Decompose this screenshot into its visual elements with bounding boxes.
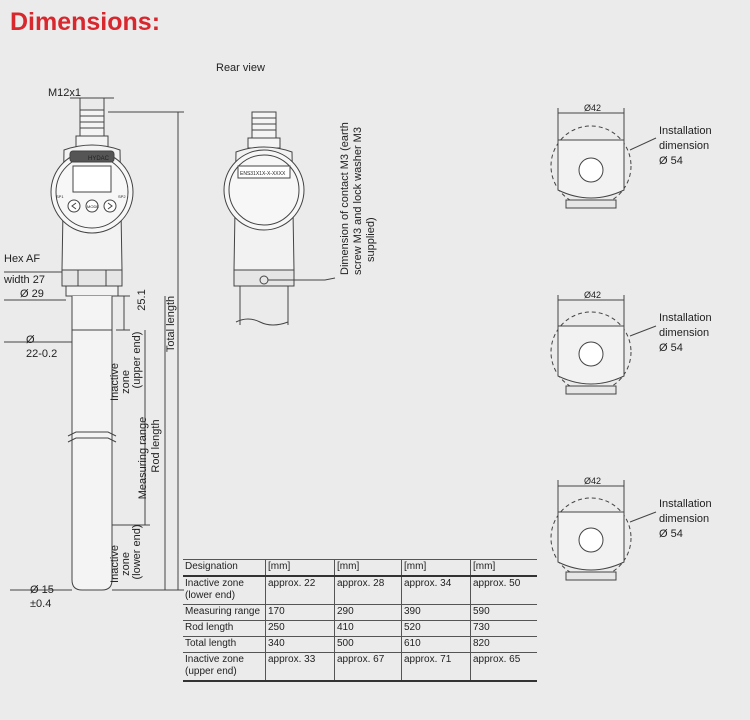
left-arrow-button bbox=[67, 199, 81, 213]
table-cell: 500 bbox=[334, 636, 402, 653]
sp2-text: SP2 bbox=[118, 194, 126, 199]
hex-label-2: width 27 bbox=[3, 274, 45, 286]
top-view-2 bbox=[550, 295, 657, 395]
sp1-text: SP1 bbox=[56, 194, 64, 199]
install-label-2: dimension bbox=[659, 513, 709, 525]
logo-text: HYDAC bbox=[88, 156, 110, 162]
install-label-2: dimension bbox=[659, 140, 709, 152]
dim-25-1-label: 25.1 bbox=[136, 289, 148, 310]
table-header: Designation bbox=[183, 559, 266, 577]
table-cell: approx. 22 bbox=[265, 576, 335, 605]
hex-label-1: Hex AF bbox=[4, 253, 40, 265]
inactive-lower-label-2: zone bbox=[120, 552, 132, 576]
table-row: Inactive zone (lower end) approx. 22 app… bbox=[183, 576, 537, 605]
table-cell: 250 bbox=[265, 620, 335, 637]
install-label-1: Installation bbox=[659, 498, 712, 510]
table-cell: approx. 67 bbox=[334, 652, 402, 682]
mode-button bbox=[85, 199, 99, 213]
table-cell: 170 bbox=[265, 604, 335, 621]
d22-label-1: Ø bbox=[26, 334, 35, 346]
inactive-upper-label-1: Inactive bbox=[109, 363, 121, 401]
thread-section bbox=[65, 285, 119, 297]
contact-leader-line bbox=[268, 277, 336, 281]
table-cell: 390 bbox=[401, 604, 471, 621]
inactive-lower-label-1: Inactive bbox=[109, 545, 121, 583]
table-cell: Measuring range bbox=[183, 604, 266, 621]
top-view-1-labels: Ø42 Installation dimension Ø 54 bbox=[584, 103, 712, 167]
table-cell: approx. 34 bbox=[401, 576, 471, 605]
table-header: [mm] bbox=[265, 559, 335, 577]
install-label-3: Ø 54 bbox=[659, 342, 683, 354]
mode-text: MODE bbox=[87, 204, 99, 209]
table-row: Total length 340 500 610 820 bbox=[183, 636, 537, 653]
table-cell: Inactive zone (lower end) bbox=[183, 576, 266, 605]
m12-connector bbox=[79, 109, 105, 137]
measuring-range-label: Measuring range bbox=[137, 417, 149, 500]
table-header-row: Designation [mm] [mm] [mm] [mm] bbox=[183, 559, 537, 577]
contact-label-3: supplied) bbox=[365, 217, 377, 262]
table-cell: approx. 71 bbox=[401, 652, 471, 682]
d15-label-2: ±0.4 bbox=[30, 598, 51, 610]
d42-label: Ø42 bbox=[584, 476, 601, 486]
table-cell: approx. 50 bbox=[470, 576, 537, 605]
d42-label: Ø42 bbox=[584, 290, 601, 300]
top-view-3 bbox=[550, 480, 657, 581]
table-cell: 730 bbox=[470, 620, 537, 637]
table-cell: Total length bbox=[183, 636, 266, 653]
table-cell: Inactive zone (upper end) bbox=[183, 652, 266, 682]
d42-label: Ø42 bbox=[584, 103, 601, 113]
table-header: [mm] bbox=[334, 559, 402, 577]
install-label-2: dimension bbox=[659, 327, 709, 339]
table-cell: 290 bbox=[334, 604, 402, 621]
nameplate bbox=[237, 165, 291, 179]
install-label-3: Ø 54 bbox=[659, 528, 683, 540]
table-cell: approx. 65 bbox=[470, 652, 537, 682]
top-view-3-labels: Ø42 Installation dimension Ø 54 bbox=[584, 476, 712, 540]
table-cell: Rod length bbox=[183, 620, 266, 637]
total-length-label: Total length bbox=[165, 296, 177, 352]
table-cell: 520 bbox=[401, 620, 471, 637]
page-title: Dimensions: bbox=[10, 8, 161, 36]
contact-label-2: screw M3 and lock washer M3 bbox=[352, 127, 364, 275]
table-cell: 590 bbox=[470, 604, 537, 621]
table-row: Rod length 250 410 520 730 bbox=[183, 620, 537, 637]
top-view-1 bbox=[550, 108, 657, 209]
d22-label-2: 22-0.2 bbox=[26, 348, 57, 360]
table-cell: approx. 33 bbox=[265, 652, 335, 682]
d15-label-1: Ø 15 bbox=[30, 584, 54, 596]
table-cell: 410 bbox=[334, 620, 402, 637]
top-view-2-labels: Ø42 Installation dimension Ø 54 bbox=[584, 290, 712, 354]
table-cell: approx. 28 bbox=[334, 576, 402, 605]
probe-rod bbox=[71, 296, 113, 591]
table-header: [mm] bbox=[401, 559, 471, 577]
nameplate-text: ENS31X1X-X-XXXX bbox=[240, 171, 286, 177]
table-cell: 610 bbox=[401, 636, 471, 653]
right-arrow-button bbox=[103, 199, 117, 213]
table-cell: 340 bbox=[265, 636, 335, 653]
d29-label: Ø 29 bbox=[20, 288, 44, 300]
install-label-1: Installation bbox=[659, 125, 712, 137]
contact-label-1: Dimension of contact M3 (earth bbox=[339, 122, 351, 275]
table-header: [mm] bbox=[470, 559, 537, 577]
dimensions-table: Designation [mm] [mm] [mm] [mm] Inactive… bbox=[183, 559, 537, 682]
rod-length-label: Rod length bbox=[150, 419, 162, 472]
table-row: Inactive zone (upper end) approx. 33 app… bbox=[183, 652, 537, 682]
rear-hex-nut bbox=[233, 269, 295, 287]
table-row: Measuring range 170 290 390 590 bbox=[183, 604, 537, 621]
install-label-1: Installation bbox=[659, 312, 712, 324]
table-cell: 820 bbox=[470, 636, 537, 653]
install-label-3: Ø 54 bbox=[659, 155, 683, 167]
display-screen bbox=[72, 165, 112, 193]
inactive-upper-label-2: zone bbox=[120, 370, 132, 394]
m12-label: M12x1 bbox=[48, 87, 81, 99]
logo-plate bbox=[69, 150, 115, 163]
rear-view-label: Rear view bbox=[216, 62, 265, 74]
inactive-lower-label-3: (lower end) bbox=[131, 524, 143, 579]
inactive-upper-label-3: (upper end) bbox=[131, 332, 143, 389]
rear-connector bbox=[251, 111, 277, 139]
hex-nut bbox=[61, 269, 123, 287]
